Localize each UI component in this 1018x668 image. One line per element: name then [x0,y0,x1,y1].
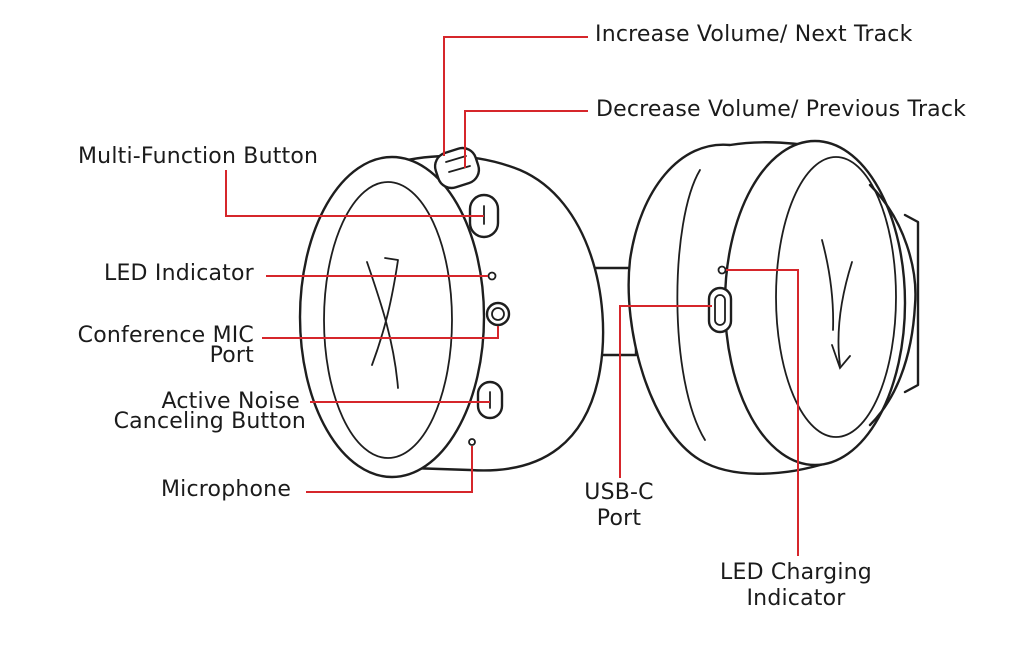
conference-mic-port-icon [485,301,511,327]
label-led-charging-line1: LED Charging [720,560,872,585]
left-earcup [298,146,605,479]
label-usb-c-line2: Port [596,506,642,531]
label-anc-line2: Canceling Button [113,409,306,434]
label-led-charging-indicator: LED Charging Indicator [706,560,886,611]
label-microphone: Microphone [161,477,292,502]
label-usb-c-line1: USB-C [584,480,654,505]
leader-microphone [306,446,473,493]
label-usb-c-port: USB-C Port [569,480,669,531]
leader-multi-function [225,170,484,217]
leader-lines [225,36,799,556]
microphone-icon [468,438,476,446]
label-increase-volume: Increase Volume/ Next Track [595,22,913,47]
label-led-charging-line2: Indicator [746,586,846,611]
leader-usb-c [619,305,712,478]
label-conference-mic-line1: Conference MIC [77,323,254,348]
volume-rocker-icon [433,146,481,190]
led-indicator-icon [487,271,497,281]
label-decrease-volume: Decrease Volume/ Previous Track [596,97,967,122]
leader-increase-volume [443,36,588,156]
label-led-indicator: LED Indicator [104,261,254,286]
leader-conference-mic [262,326,499,339]
label-conference-mic-line2: Port [209,343,254,368]
right-earcup [627,139,920,475]
label-anc-line1: Active Noise [161,389,300,414]
leader-decrease-volume [464,110,588,168]
label-conference-mic-port: Conference MIC Port [52,323,254,368]
label-multi-function-button: Multi-Function Button [78,144,319,169]
led-charging-indicator-icon [717,265,727,275]
label-anc-button: Active Noise Canceling Button [96,389,306,434]
leader-led-charging [726,269,799,556]
